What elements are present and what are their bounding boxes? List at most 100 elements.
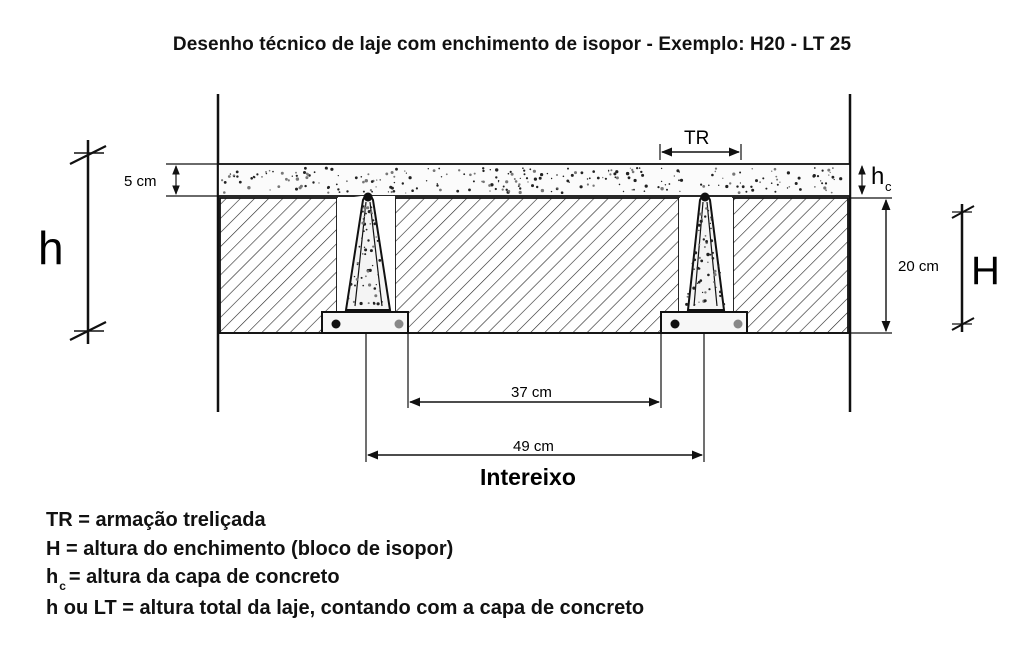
concrete-speckle (536, 185, 539, 189)
topping-thickness-label: 5 cm (124, 173, 157, 190)
concrete-speckle (700, 183, 703, 186)
legend-text: = altura da capa de concreto (68, 566, 340, 588)
concrete-speckle (363, 209, 366, 212)
concrete-speckle (494, 187, 497, 191)
concrete-speckle (657, 186, 660, 189)
concrete-speckle (786, 171, 791, 175)
concrete-speckle (745, 190, 748, 193)
concrete-speckle (375, 284, 377, 286)
concrete-speckle (643, 190, 646, 192)
concrete-speckle (636, 167, 639, 170)
concrete-speckle (456, 189, 460, 193)
concrete-speckle (482, 169, 485, 173)
concrete-speckle (518, 190, 522, 195)
concrete-speckle (517, 185, 520, 188)
concrete-speckle (375, 236, 378, 238)
concrete-speckle (376, 239, 379, 242)
concrete-speckle (372, 301, 375, 304)
concrete-speckle (708, 184, 710, 187)
concrete-speckle (704, 235, 707, 237)
concrete-speckle (295, 171, 297, 174)
concrete-speckle (788, 186, 791, 188)
concrete-speckle (610, 169, 613, 172)
legend-row-tr: TR = armação treliçada (46, 506, 644, 535)
concrete-speckle (347, 297, 350, 300)
concrete-speckle (699, 219, 703, 223)
concrete-speckle (771, 170, 773, 172)
block-height-dimension (951, 204, 975, 332)
concrete-speckle (306, 173, 310, 176)
concrete-speckle (697, 223, 701, 227)
concrete-speckle (372, 245, 375, 248)
concrete-speckle (717, 265, 720, 267)
concrete-speckle (363, 206, 367, 210)
concrete-speckle (489, 169, 491, 171)
concrete-speckle (712, 251, 714, 254)
concrete-speckle (711, 257, 715, 260)
concrete-speckle (427, 168, 429, 170)
concrete-speckle (704, 291, 707, 294)
tr-label: TR (684, 128, 709, 149)
concrete-speckle (660, 167, 663, 170)
concrete-speckle (678, 179, 680, 182)
hc-label-subscript: c (885, 179, 892, 194)
concrete-speckle (699, 279, 703, 282)
concrete-speckle (367, 239, 370, 242)
concrete-speckle (509, 170, 512, 173)
concrete-speckle (497, 181, 500, 183)
concrete-speckle (221, 179, 224, 182)
concrete-speckle (363, 246, 366, 248)
total-height-label: h (38, 222, 64, 274)
concrete-speckle (280, 171, 284, 175)
concrete-speckle (722, 303, 726, 306)
concrete-speckle (362, 190, 365, 193)
concrete-speckle (702, 185, 706, 188)
concrete-speckle (705, 240, 708, 243)
concrete-speckle (715, 286, 717, 288)
concrete-speckle (513, 178, 516, 180)
concrete-speckle (709, 222, 712, 225)
concrete-speckle (713, 273, 717, 277)
concrete-speckle (739, 182, 742, 184)
concrete-speckle (364, 248, 368, 252)
concrete-speckle (668, 183, 671, 185)
concrete-speckle (529, 168, 532, 171)
concrete-speckle (832, 167, 834, 169)
concrete-speckle (363, 215, 365, 218)
concrete-speckle (710, 216, 714, 219)
concrete-speckle (252, 175, 255, 178)
concrete-speckle (522, 167, 524, 169)
concrete-speckle (505, 188, 508, 191)
concrete-speckle (303, 171, 306, 174)
concrete-speckle (786, 187, 789, 189)
concrete-speckle (349, 282, 353, 286)
concrete-speckle (556, 174, 558, 176)
concrete-speckle (711, 173, 714, 177)
concrete-speckle (759, 181, 761, 184)
concrete-speckle (660, 180, 663, 183)
concrete-speckle (633, 178, 637, 183)
concrete-speckle (686, 295, 689, 298)
concrete-speckle (374, 294, 378, 298)
concrete-speckle (355, 278, 359, 281)
concrete-speckle (644, 184, 648, 188)
concrete-speckle (831, 175, 835, 179)
concrete-speckle (774, 190, 777, 193)
concrete-speckle (404, 170, 406, 172)
concrete-speckle (833, 178, 835, 181)
concrete-speckle (698, 229, 700, 232)
concrete-speckle (710, 239, 714, 243)
legend-text: = altura do enchimento (bloco de isopor) (66, 537, 454, 560)
concrete-speckle (712, 281, 715, 283)
concrete-speckle (261, 176, 263, 178)
concrete-speckle (411, 189, 414, 192)
concrete-speckle (710, 219, 713, 221)
concrete-speckle (797, 176, 801, 180)
concrete-speckle (827, 168, 831, 172)
concrete-speckle (696, 266, 700, 270)
rib-concrete-texture (347, 205, 726, 306)
concrete-speckle (401, 182, 404, 185)
clear-span-label: 37 cm (511, 384, 552, 401)
concrete-speckle (379, 179, 381, 181)
concrete-speckle (507, 172, 510, 175)
